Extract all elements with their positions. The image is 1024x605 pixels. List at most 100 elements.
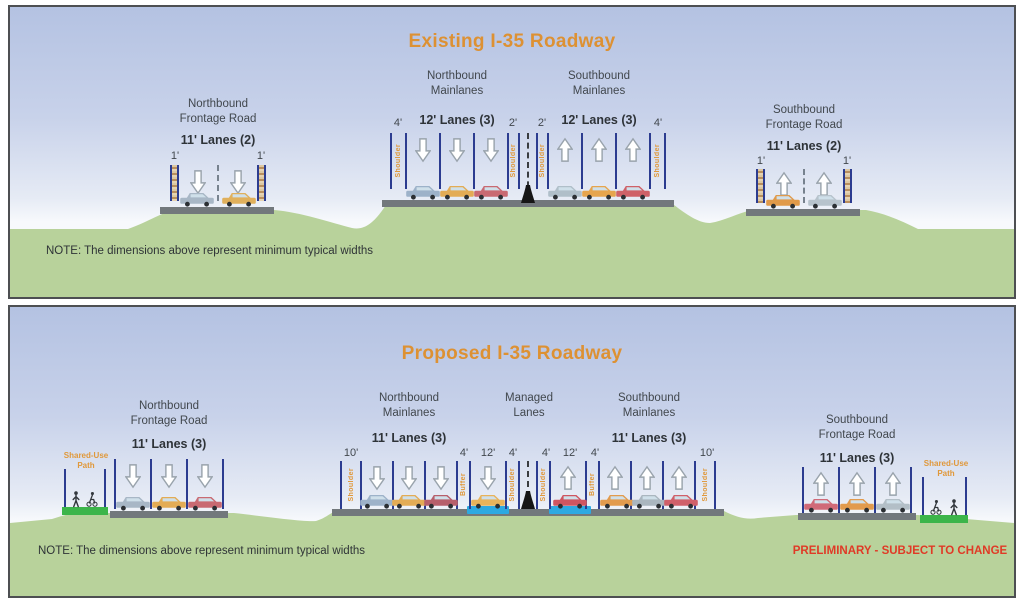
ground-terrain xyxy=(10,511,1014,596)
sb-frontage-lanes-label: 11' Lanes (2) xyxy=(766,139,842,153)
sb-mainlanes-label: Southbound Mainlanes xyxy=(568,69,630,99)
nb-frontage-label: Northbound Frontage Road xyxy=(131,399,208,429)
dim-4ft: 4' xyxy=(393,117,403,129)
down-arrow-icon xyxy=(125,463,141,489)
up-arrow-icon xyxy=(885,471,901,497)
up-arrow-icon xyxy=(671,465,687,491)
path-edge-line xyxy=(104,469,106,507)
car-icon xyxy=(839,497,875,513)
up-arrow-icon xyxy=(625,137,641,163)
car-icon xyxy=(547,184,583,200)
lane-line xyxy=(390,133,392,189)
lane-line xyxy=(549,461,551,509)
car-icon xyxy=(803,497,839,513)
lane-line xyxy=(664,133,666,189)
shared-use-path-label: Shared-Use Path xyxy=(64,451,108,471)
mainlanes-pavement xyxy=(332,509,724,516)
dim-1ft: 1' xyxy=(842,155,852,167)
existing-roadway-panel: Existing I-35 Roadway Northbound Frontag… xyxy=(8,5,1016,299)
lane-line xyxy=(547,133,549,189)
down-arrow-icon xyxy=(449,137,465,163)
label-line: Mainlanes xyxy=(382,407,436,419)
lane-line xyxy=(177,165,179,201)
lane-line xyxy=(585,461,587,509)
label-line: Northbound xyxy=(426,70,488,82)
shared-use-path-strip xyxy=(920,515,968,523)
path-edge-line xyxy=(965,477,967,515)
lane-line xyxy=(340,461,342,509)
down-arrow-icon xyxy=(161,463,177,489)
lane-line xyxy=(536,461,538,509)
down-arrow-icon xyxy=(401,465,417,491)
managed-lane-marking xyxy=(467,506,509,514)
lane-line xyxy=(874,467,876,513)
lane-line xyxy=(802,467,804,513)
lane-line xyxy=(257,165,259,201)
label-line: Southbound xyxy=(617,392,681,404)
buffer-label: Buffer xyxy=(589,473,596,497)
car-icon xyxy=(631,493,667,509)
sb-frontage-label: Southbound Frontage Road xyxy=(766,103,843,133)
shoulder-label: Shoulder xyxy=(395,144,402,178)
up-arrow-icon xyxy=(591,137,607,163)
up-arrow-icon xyxy=(813,471,829,497)
panel-title: Existing I-35 Roadway xyxy=(408,31,616,52)
dim-12ft: 12' xyxy=(562,447,578,459)
car-icon xyxy=(151,495,187,511)
pedestrian-icon xyxy=(70,491,82,508)
dim-2ft: 2' xyxy=(537,117,547,129)
nb-mainlanes-label: Northbound Mainlanes xyxy=(427,69,487,99)
sb-frontage-label: Southbound Frontage Road xyxy=(819,413,896,443)
dim-1ft: 1' xyxy=(256,150,266,162)
car-icon xyxy=(423,493,459,509)
lane-line xyxy=(507,133,509,189)
managed-lane-marking xyxy=(549,506,591,514)
shoulder-label: Shoulder xyxy=(347,468,355,502)
shoulder-label: Shoulder xyxy=(701,468,709,502)
car-icon xyxy=(470,493,506,509)
lane-line xyxy=(150,459,152,509)
dim-4ft: 4' xyxy=(653,117,663,129)
down-arrow-icon xyxy=(433,465,449,491)
lane-line xyxy=(694,461,696,509)
dim-4ft: 4' xyxy=(590,447,600,459)
lane-line xyxy=(843,169,845,203)
car-icon xyxy=(405,184,441,200)
shoulder-label: Shoulder xyxy=(509,468,516,502)
mainlanes-cross-section: Shoulder Shoulder Shoulder Shoulder xyxy=(390,133,666,189)
lane-line xyxy=(536,133,538,189)
down-arrow-icon xyxy=(480,465,496,491)
nb-frontage-cross-section xyxy=(114,459,224,509)
up-arrow-icon xyxy=(560,465,576,491)
label-line: Southbound xyxy=(825,414,889,426)
car-icon xyxy=(179,191,215,207)
pedestrian-icon xyxy=(948,499,960,516)
nb-frontage-lanes-label: 11' Lanes (2) xyxy=(180,133,256,147)
dim-4ft: 4' xyxy=(541,447,551,459)
nb-mainlanes-label: Northbound Mainlanes xyxy=(379,391,439,421)
down-arrow-icon xyxy=(483,137,499,163)
label-line: Managed xyxy=(505,392,553,404)
mainlanes-pavement xyxy=(382,200,674,207)
sb-frontage-cross-section xyxy=(756,169,852,203)
car-icon xyxy=(359,493,395,509)
down-arrow-icon xyxy=(369,465,385,491)
lane-line xyxy=(392,461,394,509)
lane-line xyxy=(630,461,632,509)
sb-mainlanes-label: Southbound Mainlanes xyxy=(618,391,680,421)
car-icon xyxy=(391,493,427,509)
lane-line xyxy=(424,461,426,509)
lane-line xyxy=(469,461,471,509)
lane-line xyxy=(838,467,840,513)
car-icon xyxy=(552,493,588,509)
nb-frontage-pavement xyxy=(160,207,274,214)
label-line: Frontage Road xyxy=(130,415,208,427)
label-line: Northbound xyxy=(138,400,200,412)
label-line: Northbound xyxy=(378,392,440,404)
label-line: Southbound xyxy=(567,70,631,82)
nb-main-lanes-label: 12' Lanes (3) xyxy=(419,113,495,127)
label-line: Shared-Use xyxy=(923,459,969,468)
car-icon xyxy=(807,193,843,209)
note-text: NOTE: The dimensions above represent min… xyxy=(46,245,374,257)
sb-frontage-pavement xyxy=(798,513,916,520)
